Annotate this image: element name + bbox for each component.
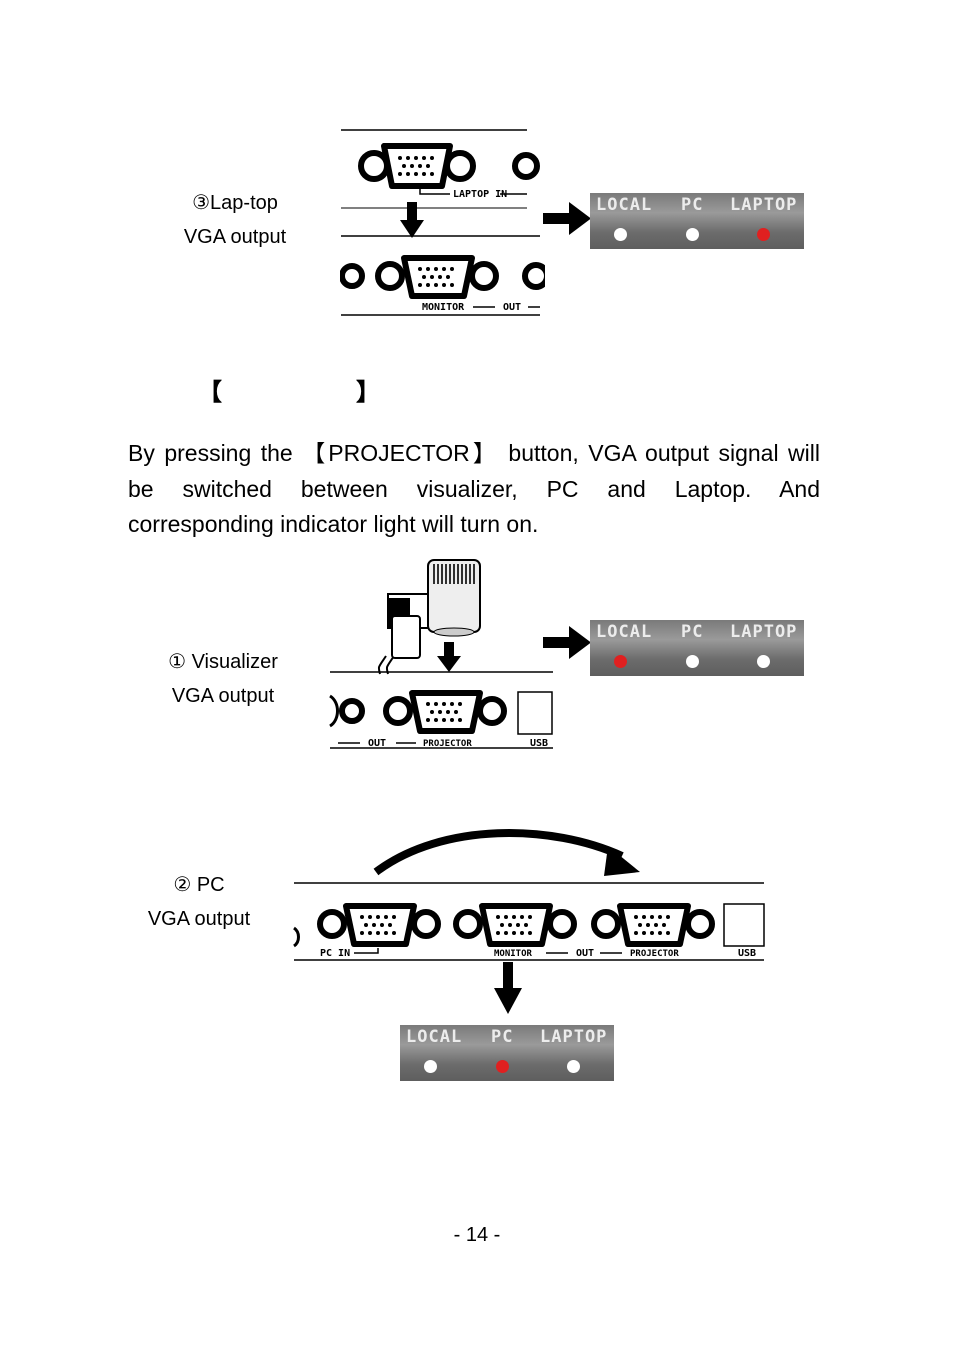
led-pc: [686, 228, 699, 241]
label-out: OUT: [368, 738, 386, 749]
caption-laptop-line1: ③Lap-top: [192, 192, 278, 214]
panel-label-local: LOCAL: [596, 195, 653, 215]
vga-plug-icon: [377, 559, 481, 675]
indicator-panel-visualizer: LOCAL PC LAPTOP: [590, 620, 804, 676]
label-out: OUT: [503, 302, 521, 313]
led-local: [614, 228, 627, 241]
panel-label-pc: PC: [681, 195, 704, 215]
panel-label-local: LOCAL: [596, 622, 653, 642]
led-pc: [496, 1060, 509, 1073]
arrow-right-icon: [543, 202, 591, 235]
led-laptop: [757, 228, 770, 241]
arrow-down-icon: [494, 962, 522, 1014]
vga-connector-monitor: [453, 903, 577, 947]
vga-connector-laptop-in: [358, 143, 540, 189]
vga-connector-monitor: [340, 255, 545, 299]
arrow-right-icon: [543, 626, 591, 659]
led-laptop: [757, 655, 770, 668]
indicator-panel-pc: LOCAL PC LAPTOP: [400, 1025, 614, 1081]
led-laptop: [567, 1060, 580, 1073]
page-number: - 14 -: [453, 1224, 501, 1246]
label-projector: PROJECTOR: [423, 739, 472, 749]
label-usb: USB: [738, 948, 756, 959]
laptop-port-diagram: LAPTOP IN MONITOR OUT: [340, 129, 545, 316]
label-monitor: MONITOR: [494, 949, 533, 959]
caption-laptop-line2: VGA output: [183, 226, 287, 248]
pc-port-diagram: PC IN MONITOR OUT PROJECTOR USB: [293, 829, 765, 1014]
curved-arrow-icon: [373, 829, 640, 876]
panel-label-laptop: LAPTOP: [730, 622, 798, 642]
heading-close-bracket: 】: [356, 379, 380, 406]
led-local: [614, 655, 627, 668]
paragraph-line-1: By pressing the 【PROJECTOR】 button, VGA …: [128, 440, 820, 466]
panel-label-laptop: LAPTOP: [540, 1027, 608, 1047]
caption-visualizer-line2: VGA output: [171, 685, 275, 707]
panel-label-pc: PC: [491, 1027, 514, 1047]
vga-connector-projector: [591, 903, 715, 947]
label-monitor: MONITOR: [422, 302, 465, 313]
visualizer-port-diagram: OUT PROJECTOR USB: [329, 559, 553, 749]
indicator-panel-laptop: LOCAL PC LAPTOP: [590, 193, 804, 249]
label-projector: PROJECTOR: [630, 949, 679, 959]
panel-label-pc: PC: [681, 622, 704, 642]
arrow-down-icon: [437, 642, 461, 672]
panel-label-laptop: LAPTOP: [730, 195, 798, 215]
caption-pc: ② PC VGA output: [124, 868, 274, 936]
description-paragraph: By pressing the 【PROJECTOR】 button, VGA …: [128, 436, 820, 543]
panel-label-local: LOCAL: [406, 1027, 463, 1047]
caption-pc-line1: ② PC: [173, 874, 225, 896]
heading-open-bracket: 【: [198, 379, 222, 406]
caption-laptop: ③Lap-top VGA output: [160, 186, 310, 254]
paragraph-line-3: corresponding indicator light will turn …: [128, 511, 539, 537]
led-local: [424, 1060, 437, 1073]
caption-pc-line2: VGA output: [147, 908, 251, 930]
label-usb: USB: [530, 738, 548, 749]
arrow-down-icon: [400, 202, 424, 238]
paragraph-line-2: be switched between visualizer, PC and L…: [128, 475, 820, 502]
label-out: OUT: [576, 948, 594, 959]
caption-visualizer: ① Visualizer VGA output: [148, 645, 298, 713]
led-pc: [686, 655, 699, 668]
vga-connector-pc-in: [317, 903, 441, 947]
caption-visualizer-line1: ① Visualizer: [168, 651, 278, 673]
vga-connector-projector: [329, 690, 553, 735]
label-laptop-in: LAPTOP IN: [453, 189, 507, 200]
label-pc-in: PC IN: [320, 948, 350, 959]
